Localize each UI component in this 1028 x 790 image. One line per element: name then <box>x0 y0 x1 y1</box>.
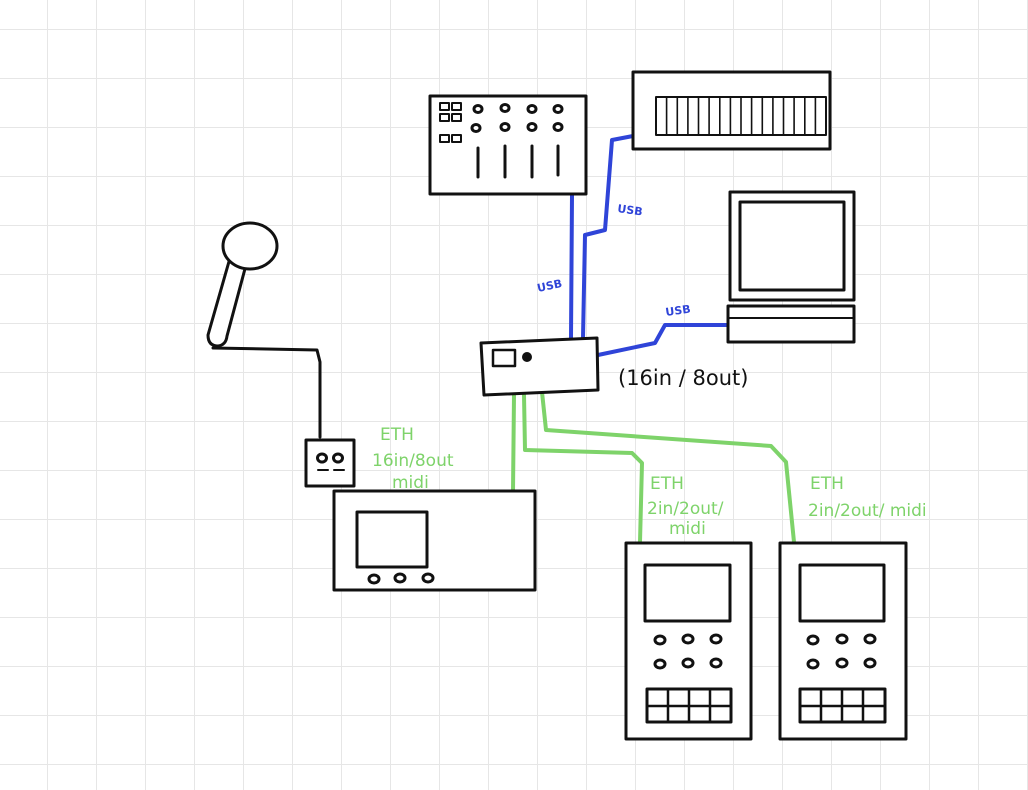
mic-handle <box>206 256 248 348</box>
handheld-unit-b <box>778 541 908 741</box>
eth-label-handheld-b-line2: 2in/2out/ midi <box>808 501 927 521</box>
eth-label-mixer-line1: ETH <box>380 425 414 445</box>
usb-cable-computer <box>596 323 730 357</box>
audio-interface-hub <box>479 336 600 397</box>
eth-label-mixer-line2: 16in/8out <box>372 451 454 471</box>
eth-cable-handheld-a <box>522 393 644 544</box>
monitor <box>728 190 856 302</box>
usb-label-computer: USB <box>665 303 692 319</box>
monitor-screen <box>738 200 846 292</box>
controller-buttons <box>439 102 462 143</box>
computer-base <box>726 304 856 344</box>
eth-label-mixer-line3: midi <box>392 473 429 493</box>
hub-led <box>522 352 532 362</box>
eth-label-handheld-b-line1: ETH <box>810 474 844 494</box>
mic-head <box>221 221 279 271</box>
mic-cable <box>211 346 322 439</box>
usb-label-controller: USB <box>536 277 563 295</box>
eth-cable-handheld-b <box>540 390 796 544</box>
hub-io-label: (16in / 8out) <box>618 366 748 390</box>
midi-controller <box>428 94 588 196</box>
handheld-b-screen <box>798 563 886 623</box>
eth-label-handheld-a-line3: midi <box>669 519 706 539</box>
eth-label-handheld-a-line2: 2in/2out/ <box>647 499 724 519</box>
eth-cable-mixer <box>511 393 516 493</box>
usb-cables <box>569 134 730 357</box>
microphone <box>206 221 279 348</box>
controller-knobs <box>470 103 564 133</box>
keyboard-keys <box>665 96 817 136</box>
usb-cable-controller <box>569 193 574 340</box>
stage-box <box>304 438 356 488</box>
computer <box>726 190 856 344</box>
handheld-a-screen <box>643 563 732 623</box>
usb-label-keyboard: USB <box>617 202 644 218</box>
hub-display <box>491 348 517 368</box>
mixer-screen <box>355 510 429 569</box>
controller-faders <box>476 144 560 179</box>
mixer <box>332 489 537 592</box>
eth-cables <box>511 390 796 544</box>
eth-label-handheld-a-line1: ETH <box>650 474 684 494</box>
usb-cable-keyboard <box>581 134 635 340</box>
handheld-a-knobs <box>653 633 723 670</box>
keyboard <box>631 70 832 151</box>
handheld-b-knobs <box>806 633 877 670</box>
handheld-unit-a <box>624 541 753 741</box>
